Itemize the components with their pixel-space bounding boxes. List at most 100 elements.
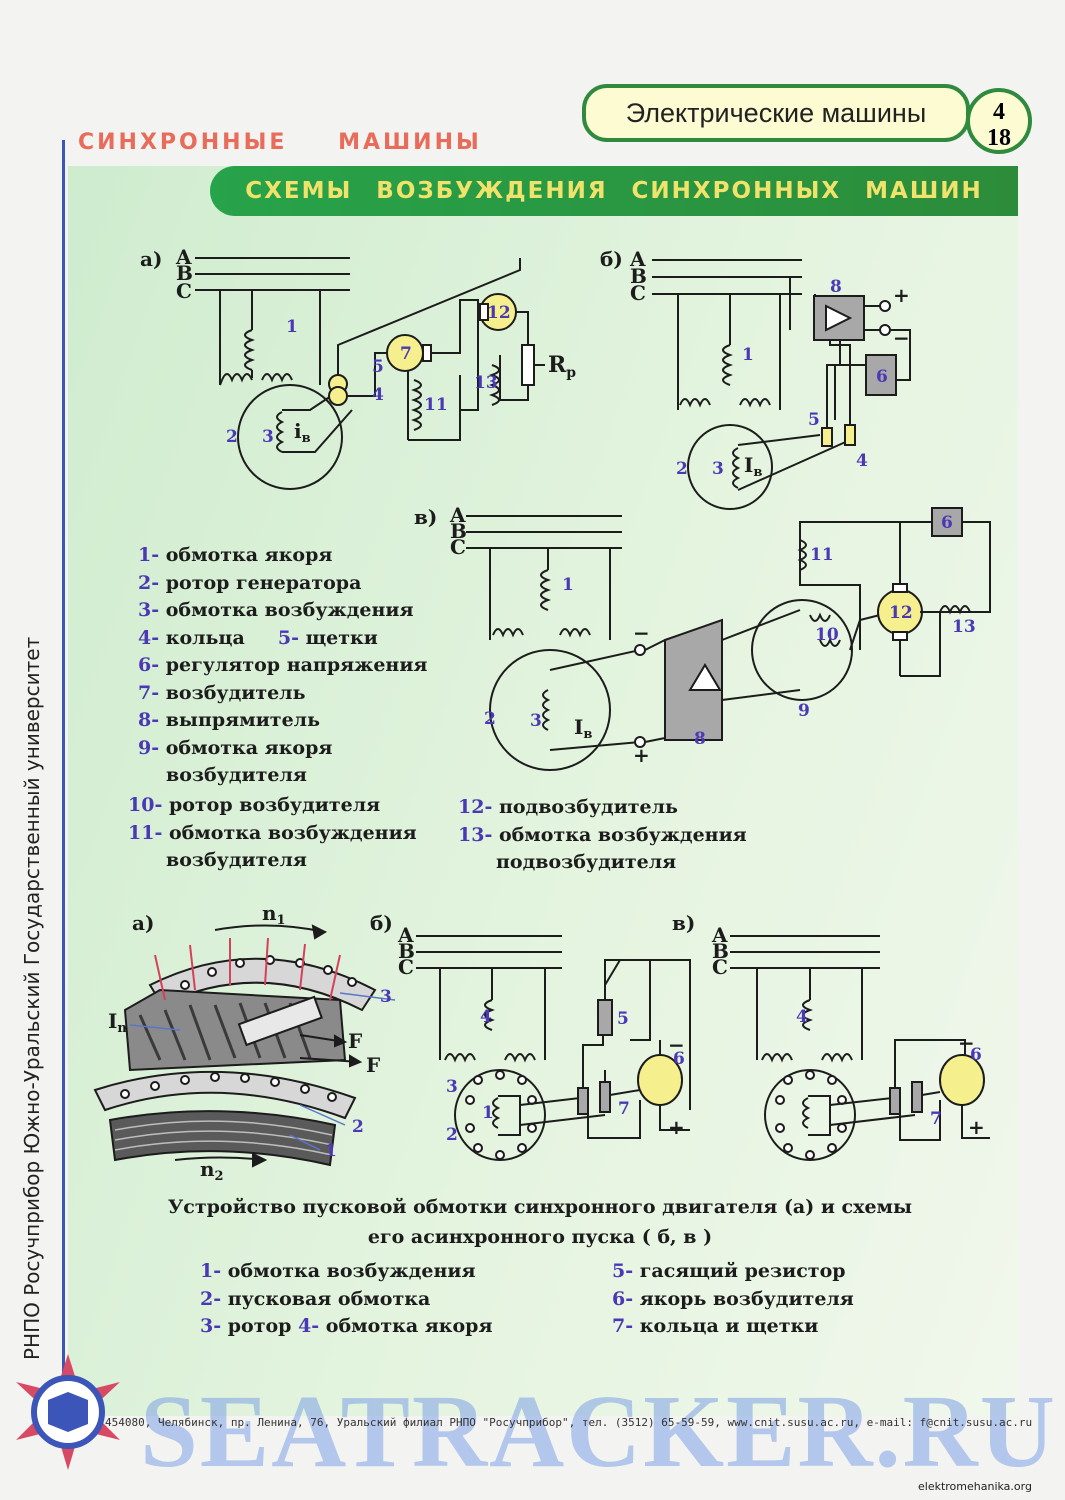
legend-item: 7- возбудитель [138, 681, 306, 704]
num-3: 3 [446, 1077, 458, 1097]
num-6: 6 [673, 1049, 685, 1069]
legend-bottom-right: 5- гасящий резистор 6- якорь возбудителя… [612, 1258, 854, 1341]
num-3: 3 [380, 987, 392, 1007]
force-label-1: F [348, 1029, 362, 1053]
num-2: 2 [484, 709, 496, 729]
page-number-top: 4 [993, 99, 1005, 125]
minus-label: − [958, 1031, 975, 1055]
In-label: In [108, 1009, 127, 1036]
legend-item: 8- выпрямитель [138, 709, 320, 731]
num-1: 1 [482, 1103, 494, 1123]
num-2: 2 [352, 1117, 364, 1137]
phase-a-label: A [629, 247, 646, 271]
num-11: 11 [810, 545, 834, 565]
diagram-a-label: а) [140, 247, 162, 271]
book-title: Электрические машины [625, 97, 927, 128]
diagram-v-label: в) [414, 505, 437, 529]
num-6: 6 [941, 513, 953, 533]
legend-item: 5- гасящий резистор [612, 1260, 846, 1282]
num-9: 9 [798, 701, 810, 721]
diagram-b [652, 259, 911, 510]
legend-item: 1- обмотка якоря [138, 544, 333, 566]
num-2: 2 [676, 459, 688, 479]
num-7: 7 [400, 344, 412, 364]
num-12: 12 [487, 303, 511, 323]
num-6: 6 [970, 1045, 982, 1065]
phase-b-label: B [712, 939, 729, 963]
banner-title: СХЕМЫ ВОЗБУЖДЕНИЯ СИНХРОННЫХ МАШИН [245, 178, 983, 204]
num-8: 8 [830, 277, 842, 297]
num-4: 4 [856, 451, 868, 471]
footer-address: 454080, Челябинск, пр. Ленина, 76, Ураль… [105, 1416, 1033, 1429]
num-5: 5 [808, 410, 820, 430]
num-10: 10 [815, 625, 839, 645]
phase-a-label: A [449, 503, 466, 527]
caption-line-2: его асинхронного пуска ( б, в ) [367, 1226, 713, 1248]
force-label-2: F [366, 1053, 380, 1077]
iv-label-a: iв [294, 419, 311, 446]
num-5: 5 [617, 1009, 629, 1029]
phase-c-label: C [712, 955, 728, 979]
diagram-v [466, 507, 991, 771]
num-4: 4 [480, 1007, 492, 1027]
minus-label-v: − [633, 621, 650, 645]
legend-item: 6- регулятор напряжения [138, 654, 428, 676]
page-banner: СХЕМЫ ВОЗБУЖДЕНИЯ СИНХРОННЫХ МАШИН [210, 166, 1018, 216]
legend-item: 3- обмотка возбуждения [138, 599, 414, 621]
damper-winding-drawing [93, 924, 396, 1168]
legend-item: 6- якорь возбудителя [612, 1287, 854, 1310]
phase-a-label: A [711, 923, 728, 947]
num-1: 1 [742, 345, 754, 365]
start-diagram-b [416, 935, 691, 1161]
num-13: 13 [474, 373, 498, 393]
diagram-a [195, 257, 545, 490]
legend-top-left-2: 10- ротор возбудителя 11- обмотка возбуж… [128, 792, 417, 875]
start-diagram-v [730, 935, 990, 1161]
diagram-b-label: б) [600, 247, 623, 271]
bottom-diagram-b-label: б) [370, 911, 393, 935]
legend-item: 12- подвозбудитель [458, 796, 678, 818]
page-number-bottom: 18 [987, 125, 1011, 151]
minus-label-b: − [893, 326, 910, 350]
num-12: 12 [889, 603, 913, 623]
num-5: 5 [372, 357, 384, 377]
num-1: 1 [562, 575, 574, 595]
plus-label-b: + [893, 283, 910, 307]
minus-label: − [668, 1033, 685, 1057]
phase-b-label: B [176, 261, 193, 285]
footer-site: elektromehanika.org [918, 1480, 1032, 1493]
phase-a-label: A [175, 245, 192, 269]
legend-item: 2- пусковая обмотка [200, 1287, 431, 1310]
section-title: СИНХРОННЫЕ МАШИНЫ [78, 130, 482, 155]
plus-label-v: + [633, 743, 650, 767]
num-7: 7 [618, 1099, 630, 1119]
num-4: 4 [372, 385, 384, 405]
left-border-line [62, 140, 65, 1390]
num-3: 3 [530, 711, 542, 731]
legend-item: 2- ротор генератора [138, 571, 362, 594]
watermark-text: SEATRACKER.RU [140, 1374, 1057, 1489]
bottom-diagram-v-label: в) [672, 911, 695, 935]
iv-label-b: Iв [744, 453, 762, 480]
num-6: 6 [876, 367, 888, 387]
num-1: 1 [325, 1141, 337, 1161]
num-8: 8 [694, 729, 706, 749]
excitation-diagrams-svg: а) A B C б) A B C в) A B C Rp iв Iв Iв +… [140, 245, 991, 771]
rp-label: Rp [548, 352, 576, 381]
legend-top-left: 1- обмотка якоря 2- ротор генератора 3- … [138, 542, 427, 790]
num-7: 7 [930, 1109, 942, 1129]
legend-item: 10- ротор возбудителя [128, 794, 381, 816]
num-1: 1 [286, 317, 298, 337]
phase-c-label: C [630, 281, 646, 305]
phase-b-label: B [450, 519, 467, 543]
legend-item: 1- обмотка возбуждения [200, 1260, 476, 1282]
phase-a-label: A [397, 923, 414, 947]
caption-line-1: Устройство пусковой обмотки синхронного … [167, 1196, 913, 1218]
plus-label: + [968, 1115, 985, 1139]
n1-label: n1 [262, 901, 286, 928]
phase-c-label: C [450, 535, 466, 559]
book-title-badge: Электрические машины [582, 84, 970, 142]
num-13: 13 [952, 617, 976, 637]
